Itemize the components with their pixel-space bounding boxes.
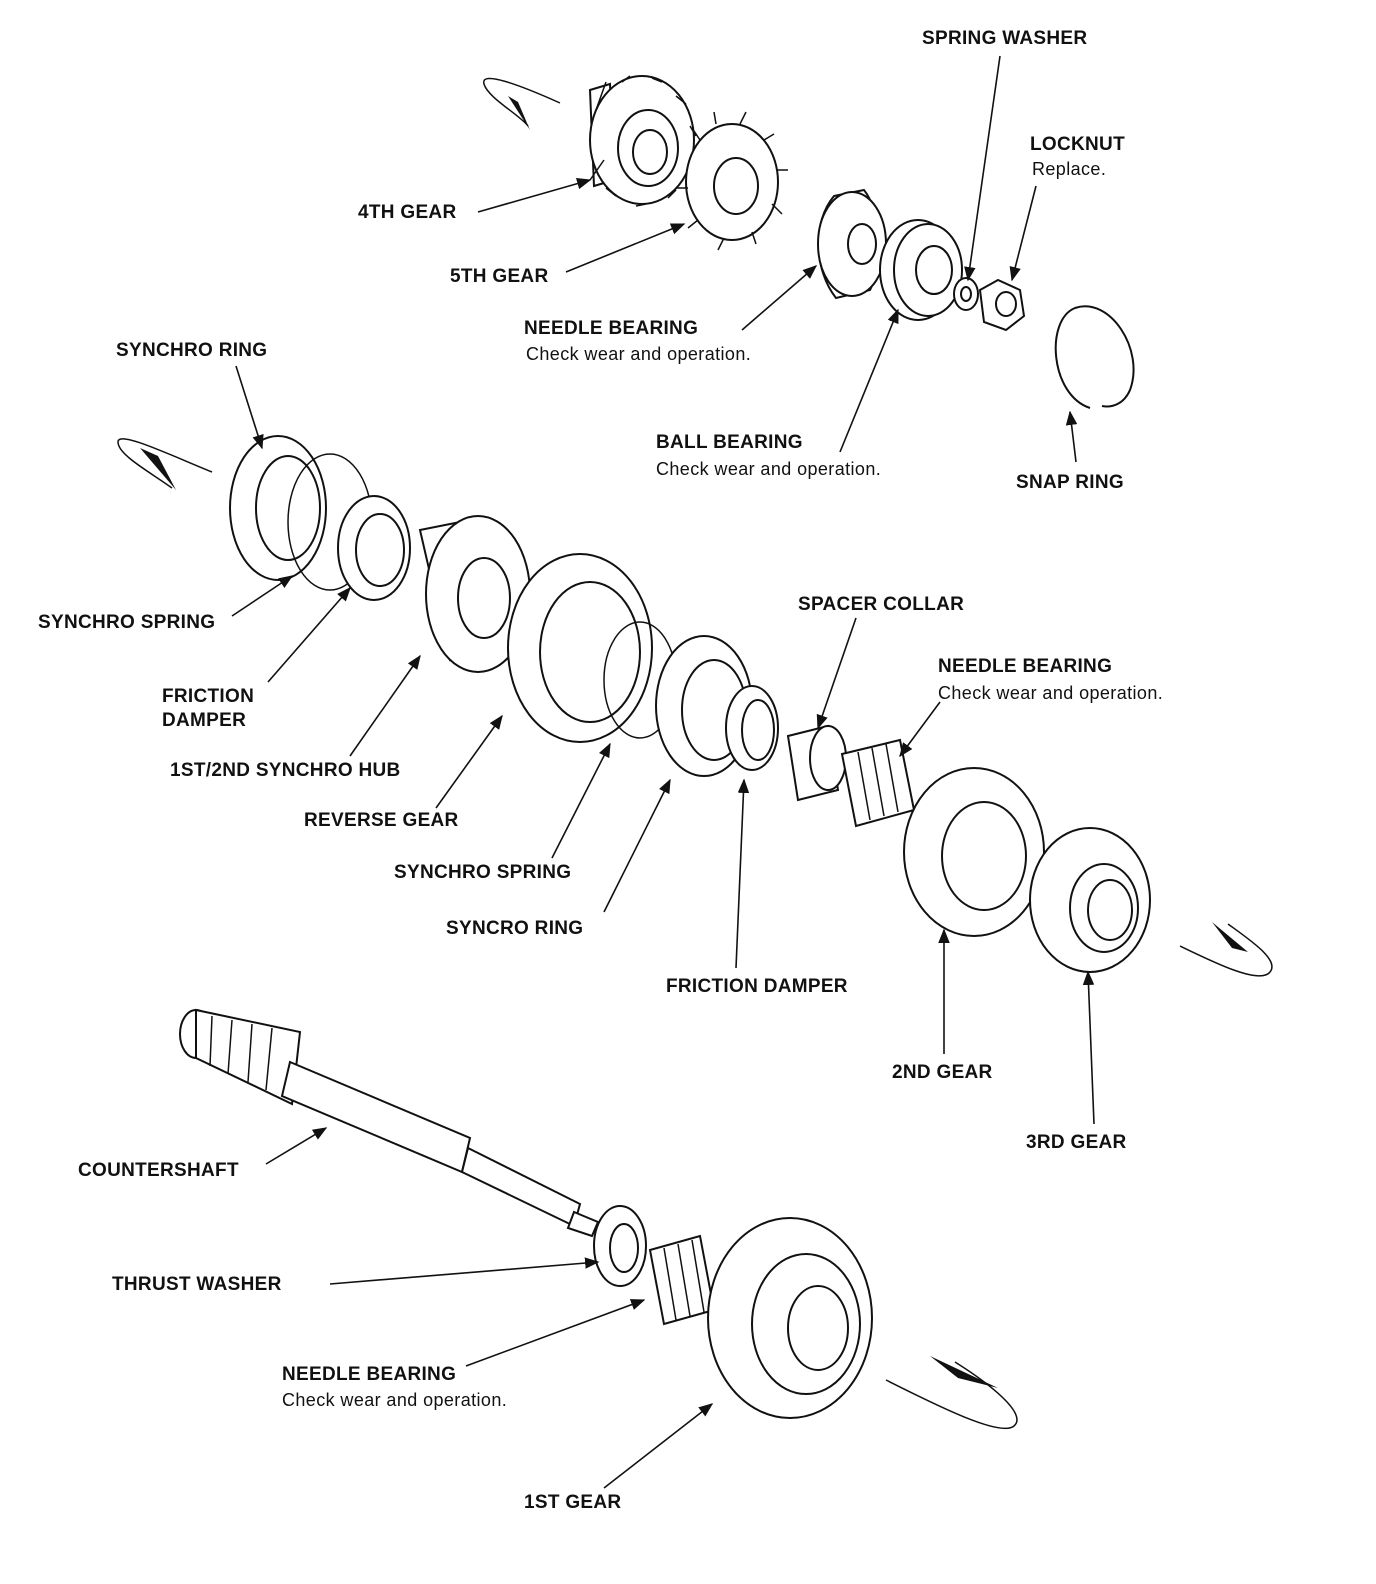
label-locknut: LOCKNUT [1030, 134, 1125, 155]
direction-arrow-middle-right [1179, 922, 1273, 977]
note-locknut: Replace. [1032, 159, 1107, 179]
note-ball-bearing: Check wear and operation. [656, 459, 882, 479]
snap-ring-drawing [1054, 305, 1135, 409]
spring-washer-drawing [953, 277, 979, 311]
reverse-gear-drawing [507, 553, 653, 743]
spacer-collar-drawing [786, 724, 847, 802]
label-needle-bearing-mid: NEEDLE BEARING [938, 656, 1113, 677]
needle-bearing-top-drawing [817, 188, 887, 300]
third-gear-drawing [1029, 827, 1151, 973]
note-needle-bearing-mid: Check wear and operation. [938, 683, 1164, 703]
second-gear-drawing [903, 767, 1045, 937]
note-needle-bearing-low: Check wear and operation. [282, 1390, 508, 1410]
needle-bearing-mid-drawing [840, 738, 916, 828]
label-synchro-ring-top: SYNCHRO RING [116, 340, 268, 361]
label-synchro-spring-mid: SYNCHRO SPRING [394, 862, 572, 883]
label-fourth-gear: 4TH GEAR [358, 202, 457, 223]
fourth-gear-drawing [588, 75, 697, 207]
locknut-drawing [978, 278, 1026, 332]
label-thrust-washer: THRUST WASHER [112, 1274, 282, 1295]
label-second-gear: 2ND GEAR [892, 1062, 993, 1083]
needle-bearing-low-drawing [648, 1234, 716, 1326]
fifth-gear-drawing [676, 111, 788, 251]
label-syncro-ring: SYNCRO RING [446, 918, 584, 939]
synchro-ring-top-drawing [229, 435, 327, 581]
friction-damper-mid-drawing [725, 685, 779, 771]
label-synchro-spring-left: SYNCHRO SPRING [38, 612, 216, 633]
direction-arrow-bottom [885, 1356, 1018, 1430]
countershaft-drawing [179, 1008, 600, 1238]
label-needle-bearing-top: NEEDLE BEARING [524, 318, 699, 339]
first-gear-drawing [707, 1217, 873, 1419]
label-snap-ring: SNAP RING [1016, 472, 1124, 493]
label-synchro-hub: 1ST/2ND SYNCHRO HUB [170, 760, 401, 781]
label-fifth-gear: 5TH GEAR [450, 266, 549, 287]
label-reverse-gear: REVERSE GEAR [304, 810, 459, 831]
synchro-hub-drawing [418, 515, 531, 673]
label-spacer-collar: SPACER COLLAR [798, 594, 965, 615]
direction-arrow-top [483, 77, 561, 130]
label-spring-washer: SPRING WASHER [922, 28, 1088, 49]
label-third-gear: 3RD GEAR [1026, 1132, 1127, 1153]
label-friction-damper-left-line1: FRICTION [162, 686, 255, 707]
label-countershaft: COUNTERSHAFT [78, 1160, 239, 1181]
leader-lines [231, 55, 1095, 1489]
direction-arrow-middle-left [117, 438, 213, 490]
note-needle-bearing-top: Check wear and operation. [526, 344, 752, 364]
label-needle-bearing-low: NEEDLE BEARING [282, 1364, 457, 1385]
ball-bearing-drawing [879, 219, 963, 321]
label-friction-damper-left-line2: DAMPER [162, 710, 247, 731]
friction-damper-left-drawing [337, 495, 411, 601]
thrust-washer-drawing [593, 1205, 647, 1287]
label-ball-bearing: BALL BEARING [656, 432, 803, 453]
label-first-gear: 1ST GEAR [524, 1492, 622, 1513]
label-friction-damper-mid: FRICTION DAMPER [666, 976, 848, 997]
